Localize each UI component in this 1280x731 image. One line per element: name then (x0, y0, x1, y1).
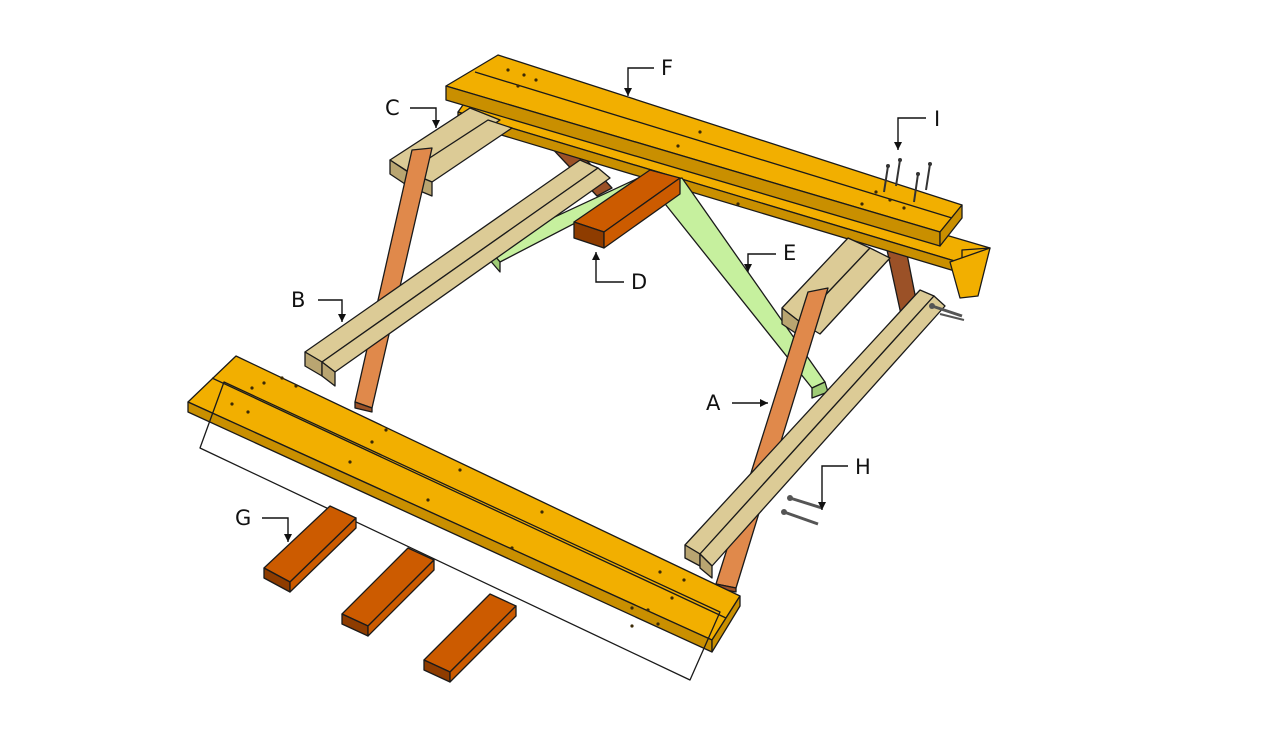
label-a: A (706, 391, 721, 415)
front-seat-board (187, 355, 741, 681)
bolt-upper-right-2 (939, 313, 965, 321)
label-c: C (385, 96, 400, 120)
label-i: I (934, 107, 940, 131)
label-e: E (783, 241, 796, 265)
block-g-2 (341, 547, 435, 637)
bolt-upper-right (929, 303, 963, 318)
bolts-h (781, 303, 965, 526)
front-right-seat-support (684, 289, 946, 579)
bolt-lower-2 (781, 509, 819, 526)
label-f: F (661, 56, 673, 80)
center-block-d (573, 169, 681, 249)
label-g: G (235, 506, 251, 530)
bolt-lower-1 (787, 495, 823, 510)
seat-support-b (304, 159, 611, 387)
block-g-1 (263, 505, 357, 593)
top-board-holes (506, 68, 906, 210)
label-d: D (631, 270, 647, 294)
label-h: H (855, 455, 871, 479)
label-b: B (291, 288, 305, 312)
block-g-3 (423, 593, 517, 683)
leader-lines (262, 67, 926, 542)
screws-i (883, 158, 932, 203)
seat-board-holes (230, 376, 686, 628)
top-board-f (445, 54, 991, 299)
